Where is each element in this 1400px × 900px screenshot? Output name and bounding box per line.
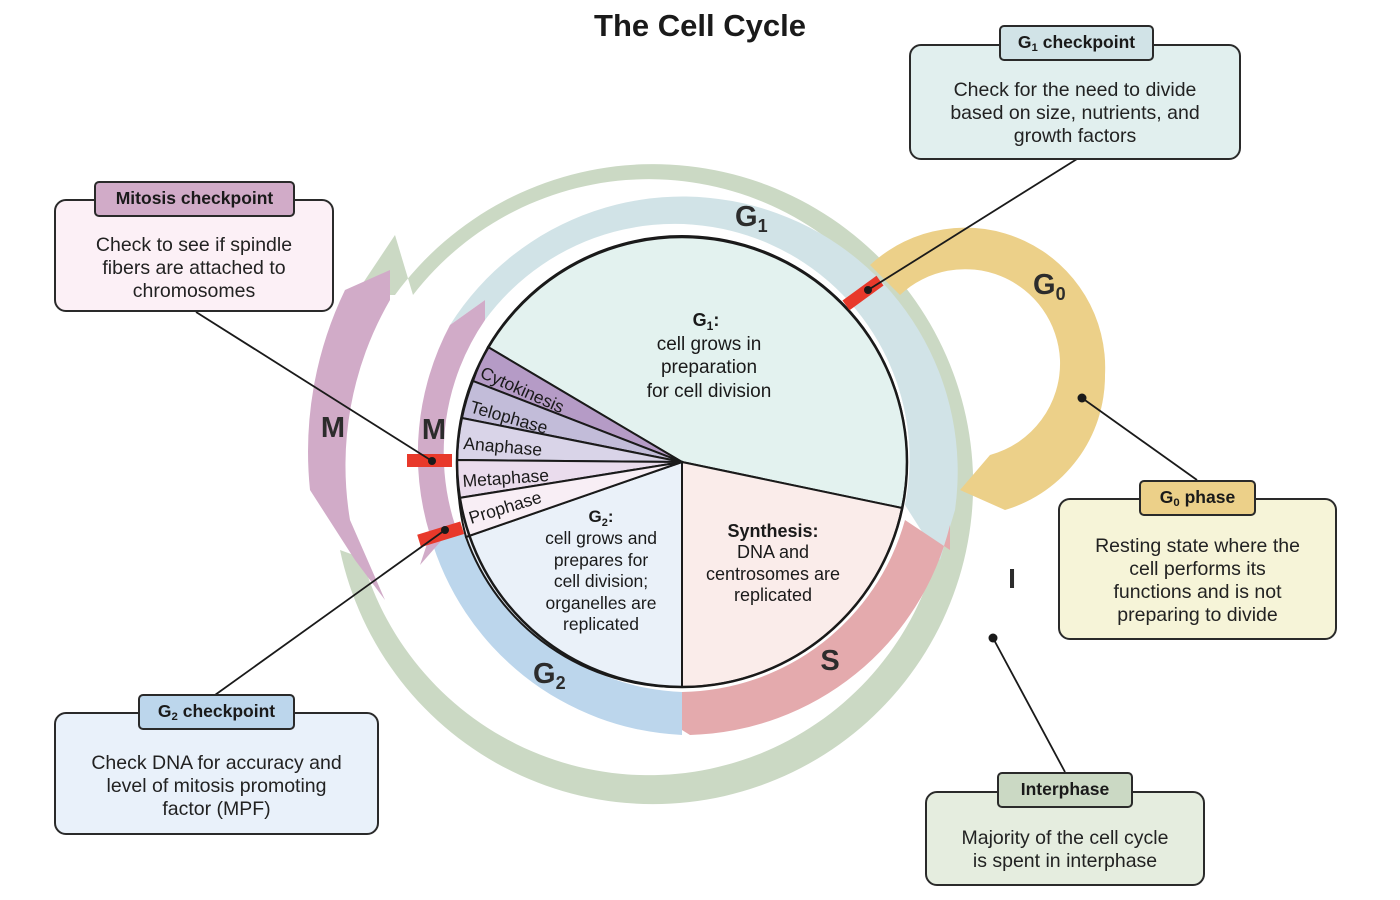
outer-i-label: I: [1008, 563, 1016, 594]
page-title: The Cell Cycle: [594, 8, 806, 43]
mitosis-checkpoint-text-3: chromosomes: [132, 280, 256, 302]
g0-phase-text-3: functions and is not: [1113, 581, 1282, 603]
s-label: S: [820, 645, 839, 677]
g2-wedge-line-2: prepares for: [554, 550, 649, 570]
synthesis-line-1: DNA and: [737, 542, 809, 562]
mitosis-checkpoint-tag: Mitosis checkpoint: [94, 181, 295, 217]
g2-ring-segment: [430, 520, 682, 735]
g2-wedge-line-1: cell grows and: [545, 528, 657, 548]
g2-checkpoint-text-2: level of mitosis promoting: [106, 775, 327, 797]
g1-checkpoint-tag: G1 checkpoint: [999, 25, 1154, 61]
g2-checkpoint-leader: [214, 529, 446, 696]
mitosis-checkpoint-text-1: Check to see if spindle: [95, 234, 293, 256]
g1-checkpoint-text-1: Check for the need to divide: [953, 79, 1197, 101]
mitosis-checkpoint-leader: [195, 311, 433, 462]
g2-checkpoint-text-3: factor (MPF): [162, 798, 271, 820]
interphase-text-2: is spent in interphase: [972, 850, 1158, 872]
g1-checkpoint-text-3: growth factors: [1013, 125, 1137, 147]
interphase-leader: [992, 637, 1066, 773]
g0-phase-text-4: preparing to divide: [1117, 604, 1278, 626]
g0-arc: [870, 227, 1106, 510]
g0-label: G0: [1033, 269, 1066, 304]
g2-wedge-line-5: replicated: [563, 614, 639, 634]
interphase-box: Majority of the cell cycle is spent in i…: [925, 791, 1205, 886]
interphase-text-1: Majority of the cell cycle: [961, 827, 1169, 849]
central-circle: [455, 235, 909, 689]
outer-mitosis-arrow: [308, 270, 390, 600]
g1-wedge-heading: G1:: [693, 310, 720, 333]
g2-checkpoint-box: Check DNA for accuracy and level of mito…: [54, 712, 379, 835]
g1-ring-label: G1: [735, 201, 768, 236]
g0-phase-tag: G0 phase: [1139, 480, 1256, 516]
synthesis-heading: Synthesis:: [727, 521, 818, 541]
g1-wedge-line-2: preparation: [661, 357, 757, 378]
g0-phase-text-2: cell performs its: [1129, 558, 1266, 580]
g1-checkpoint-box: Check for the need to divide based on si…: [909, 44, 1241, 160]
g1-checkpoint-leader: [867, 158, 1078, 291]
g0-phase-leader: [1081, 397, 1198, 481]
synthesis-line-3: replicated: [734, 585, 812, 605]
g2-ring-label: G2: [533, 658, 566, 693]
synthesis-line-2: centrosomes are: [706, 564, 840, 584]
mitosis-checkpoint-box: Check to see if spindle fibers are attac…: [54, 199, 334, 312]
g0-phase-text-1: Resting state where the: [1095, 535, 1300, 557]
g1-checkpoint-text-2: based on size, nutrients, and: [950, 102, 1200, 124]
g2-wedge-line-4: organelles are: [546, 593, 657, 613]
g1-wedge-line-3: for cell division: [647, 381, 772, 402]
g2-checkpoint-tag: G2 checkpoint: [138, 694, 295, 730]
m-ring-segment: [417, 300, 485, 565]
outer-m-label: M: [321, 412, 345, 444]
g2-wedge-heading: G2:: [588, 507, 613, 529]
g2-checkpoint-text-1: Check DNA for accuracy and: [91, 752, 342, 774]
g2-wedge-line-3: cell division;: [554, 571, 648, 591]
g1-wedge-line-1: cell grows in: [657, 334, 762, 355]
mitosis-checkpoint-text-2: fibers are attached to: [102, 257, 286, 279]
inner-m-label: M: [422, 414, 446, 446]
g1-checkpoint-marker: [842, 275, 884, 311]
interphase-tag: Interphase: [997, 772, 1133, 808]
g0-phase-box: Resting state where the cell performs it…: [1058, 498, 1337, 640]
